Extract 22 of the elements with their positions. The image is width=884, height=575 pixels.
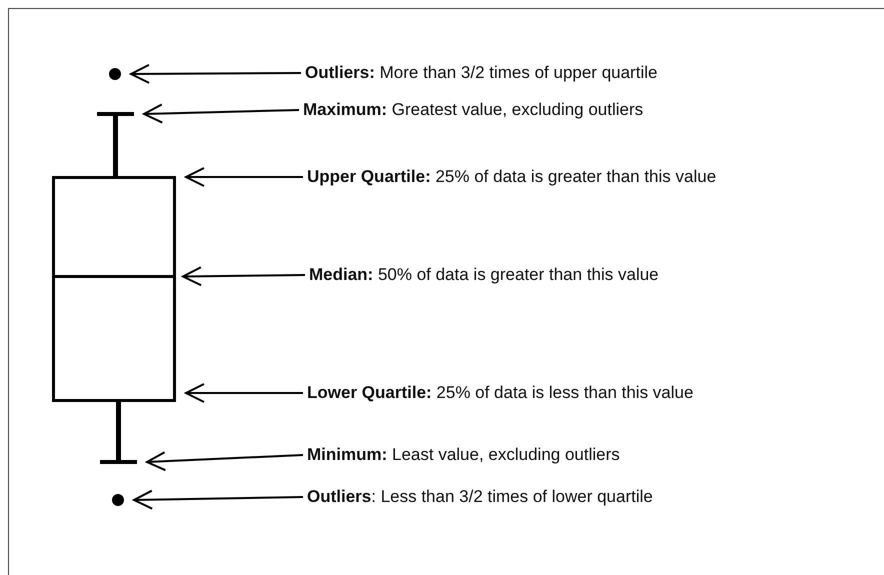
whisker-cap <box>97 112 134 116</box>
whisker-cap <box>100 460 137 464</box>
leader-arrow <box>143 104 300 124</box>
median-line <box>55 275 173 278</box>
quartile-box <box>52 176 176 402</box>
whisker-line <box>116 402 121 460</box>
annotation-text: Upper Quartile: 25% of data is greater than this value <box>307 166 716 188</box>
whisker-line <box>113 116 118 176</box>
outlier-dot <box>112 494 124 506</box>
leader-arrow <box>182 266 306 286</box>
leader-arrow <box>130 64 301 84</box>
annotation-text: Lower Quartile: 25% of data is less than this value <box>307 382 694 404</box>
annotation-text: Outliers: Less than 3/2 times of lower quartile <box>307 486 653 508</box>
leader-arrow <box>185 383 303 403</box>
annotation-text: Minimum: Least value, excluding outliers <box>307 444 620 466</box>
annotation-text: Median: 50% of data is greater than this value <box>309 264 659 286</box>
outlier-dot <box>109 68 121 80</box>
annotation-text: Outliers: More than 3/2 times of upper quartile <box>305 62 658 84</box>
leader-arrow <box>133 490 304 510</box>
leader-arrow <box>146 451 304 472</box>
leader-arrow <box>185 167 303 187</box>
annotation-text: Maximum: Greatest value, excluding outliers <box>303 99 644 121</box>
